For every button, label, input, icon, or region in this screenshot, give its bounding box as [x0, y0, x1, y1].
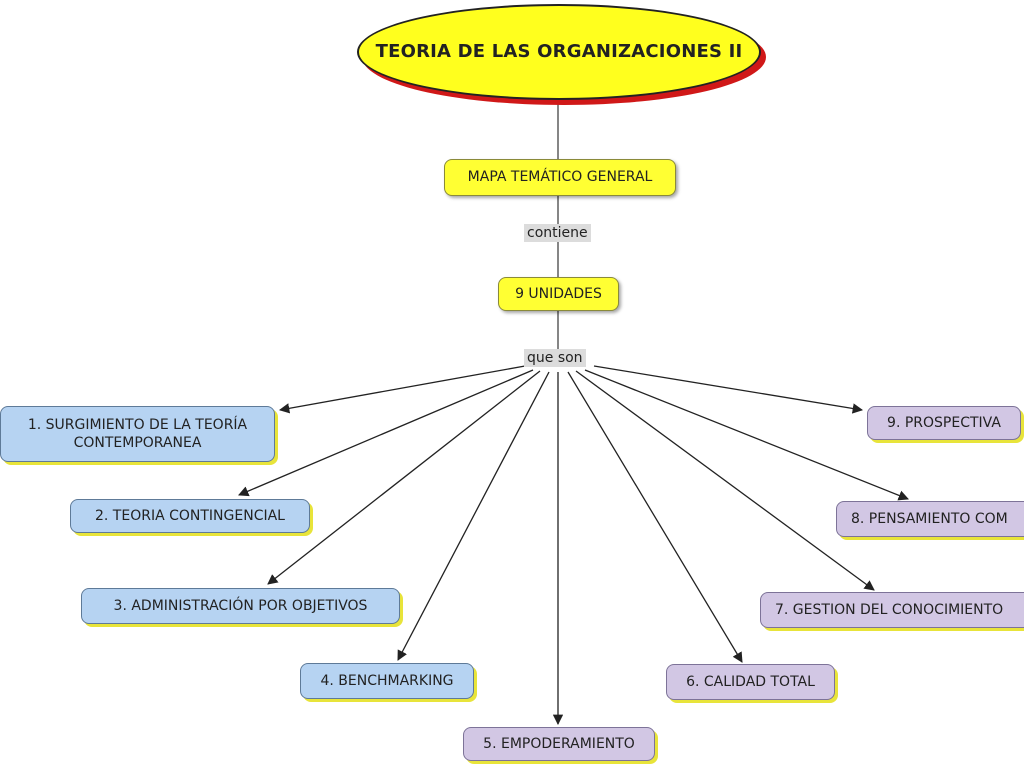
arrow-to-unit-8	[584, 369, 909, 501]
root-concept-title[interactable]: TEORIA DE LAS ORGANIZACIONES II	[357, 4, 761, 100]
arrow-to-unit-2	[238, 369, 534, 497]
concept-9-unidades[interactable]: 9 UNIDADES	[498, 277, 619, 311]
unit-9-prospectiva[interactable]: 9. PROSPECTIVA	[867, 406, 1021, 440]
arrow-to-unit-4	[397, 371, 550, 661]
unit-2-teoria-contingencial[interactable]: 2. TEORIA CONTINGENCIAL	[70, 499, 310, 533]
arrow-to-unit-1	[278, 365, 526, 414]
concept-mapa-tematico[interactable]: MAPA TEMÁTICO GENERAL	[444, 159, 676, 196]
unit-7-gestion-del-conocimiento[interactable]: 7. GESTION DEL CONOCIMIENTO	[760, 592, 1024, 628]
unit-1-surgimiento[interactable]: 1. SURGIMIENTO DE LA TEORÍA CONTEMPORANE…	[0, 406, 275, 462]
arrow-to-unit-6	[567, 371, 743, 663]
unit-8-pensamiento[interactable]: 8. PENSAMIENTO COM	[836, 501, 1024, 537]
arrow-to-unit-7	[575, 370, 875, 591]
arrow-to-unit-3	[267, 370, 541, 585]
unit-5-empoderamiento[interactable]: 5. EMPODERAMIENTO	[463, 727, 655, 761]
unit-4-benchmarking[interactable]: 4. BENCHMARKING	[300, 663, 474, 699]
link-label-que-son: que son	[524, 349, 586, 367]
link-label-contiene: contiene	[524, 224, 591, 242]
arrow-to-unit-9	[593, 365, 864, 414]
unit-3-administracion-por-objetivos[interactable]: 3. ADMINISTRACIÓN POR OBJETIVOS	[81, 588, 400, 624]
unit-6-calidad-total[interactable]: 6. CALIDAD TOTAL	[666, 664, 835, 700]
